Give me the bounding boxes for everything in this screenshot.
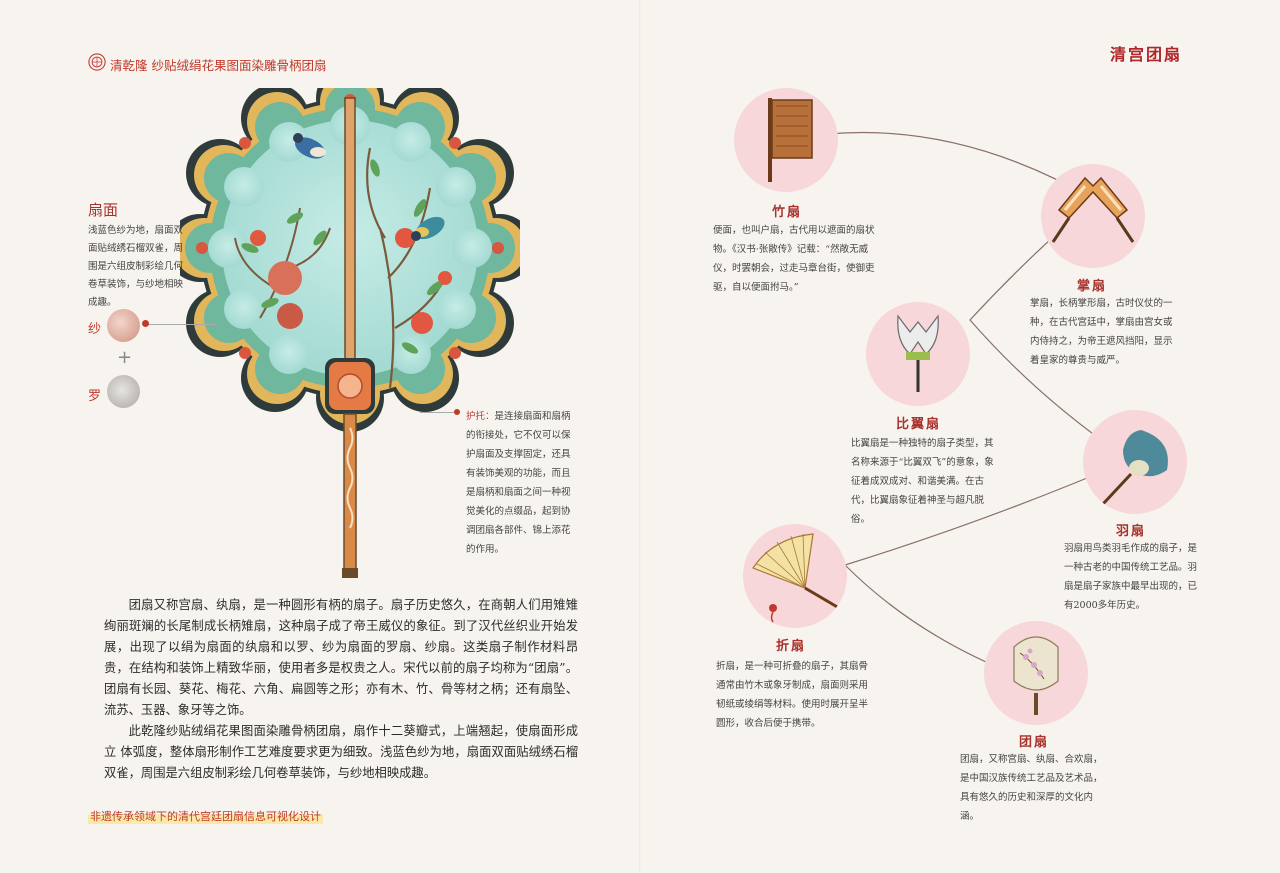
footer-caption: 非遗传承领域下的清代宫廷团扇信息可视化设计 [88, 808, 323, 824]
fan-face-description: 浅蓝色纱为地，扇面双面贴绒绣石榴双雀，周围是六组皮制彩绘几何卷草装饰，与纱地相映… [88, 225, 184, 308]
luo-silk-swatch [107, 375, 140, 408]
palm-fan-icon [1051, 176, 1135, 243]
fan-desc-zhu: 便面，也叫户扇，古代用以遮面的扇状物。《汉书·张敞传》记载：“然敞无威仪，时罢朝… [713, 225, 875, 293]
seal-mark-icon [88, 53, 106, 71]
hutuo-description: 护托：是连接扇面和扇柄的衔接处，它不仅可以保护扇面及支撑固定，还具有装饰美观的功… [466, 407, 578, 559]
fan-name-zhu: 竹扇 [772, 205, 803, 220]
material-luo-label: 罗 [88, 389, 102, 404]
sha-silk-swatch [107, 309, 140, 342]
feather-fan-icon [1101, 430, 1168, 506]
fan-desc-yu: 羽扇用鸟类羽毛作成的扇子，是一种古老的中国传统工艺品。羽扇是扇子家族中最早出现的… [1064, 543, 1198, 611]
page-spine [639, 0, 641, 873]
material-sha-label: 纱 [88, 322, 102, 337]
feather-fan-circle [1083, 410, 1187, 514]
plus-sign: + [117, 347, 133, 368]
folding-fan-circle [743, 524, 847, 628]
hutuo-label: 护托： [466, 411, 495, 422]
fan-name-biyi: 比翼扇 [896, 417, 942, 432]
leader-dot [142, 320, 149, 327]
bamboo-fan-circle [734, 88, 838, 192]
section-title: 清宫团扇 [1110, 45, 1183, 64]
fan-name-tuan: 团扇 [1019, 735, 1050, 750]
fan-desc-zhang: 掌扇，长柄掌形扇，古时仪仗的一种，在古代宫廷中，掌扇由宫女或内侍持之，为帝王遮风… [1030, 298, 1173, 366]
fan-types-connector-curve [784, 131, 1132, 681]
round-fan-circle [984, 621, 1088, 725]
hutuo-leader-line [420, 412, 454, 413]
folding-fan-icon [752, 533, 840, 623]
fan-desc-zhe: 折扇，是一种可折叠的扇子，其扇骨通常由竹木或象牙制成，扇面则采用韧纸或绫绢等材料… [716, 661, 869, 729]
round-fan-illustration [180, 88, 520, 578]
fan-name-zhang: 掌扇 [1077, 279, 1108, 294]
winged-fan-circle [866, 302, 970, 406]
page-header-title: 清乾隆 纱贴绒绢花果图面染雕骨柄团扇 [110, 58, 327, 73]
body-paragraph-1: 团扇又称宫扇、纨扇，是一种圆形有柄的扇子。扇子历史悠久，在商朝人们用雉雉绚丽斑斓… [104, 598, 578, 717]
fan-desc-biyi: 比翼扇是一种独特的扇子类型，其名称来源于“比翼双飞”的意象，象征着成双成对、和谐… [851, 438, 994, 525]
bamboo-fan-icon [768, 98, 813, 182]
fan-name-yu: 羽扇 [1116, 524, 1147, 539]
body-paragraph-2: 此乾隆纱贴绒绢花果图面染雕骨柄团扇，扇作十二葵瓣式，上端翘起，使扇面形成立 体弧… [104, 724, 578, 780]
fan-face-leader-line [147, 324, 217, 325]
round-fan-icon [1013, 636, 1059, 715]
palm-fan-circle [1041, 164, 1145, 268]
fan-name-zhe: 折扇 [776, 639, 807, 654]
fan-desc-tuan: 团扇，又称宫扇、纨扇、合欢扇，是中国汉族传统工艺品及艺术品，具有悠久的历史和深厚… [960, 754, 1103, 822]
hutuo-dot [454, 409, 460, 415]
bird-right [411, 216, 445, 241]
fan-face-label: 扇面 [88, 201, 119, 219]
hutuo-text: 是连接扇面和扇柄的衔接处，它不仅可以保护扇面及支撑固定，还具有装饰美观的功能，而… [466, 411, 571, 555]
bird-left [293, 133, 326, 159]
winged-fan-icon [897, 314, 939, 392]
